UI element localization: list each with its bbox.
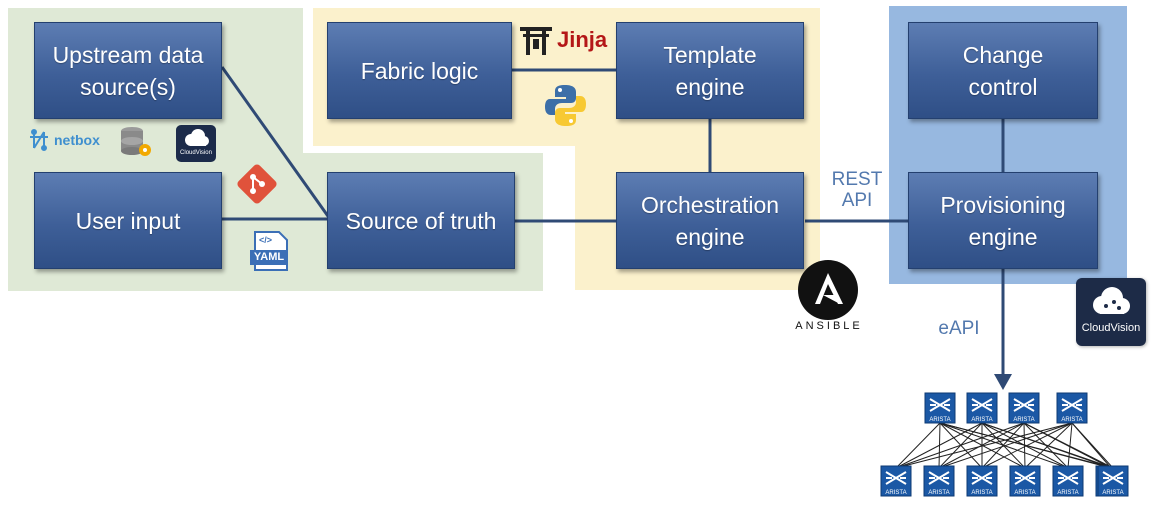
eapi-label: eAPI <box>938 318 980 339</box>
switch-label: ARISTA <box>971 417 992 423</box>
ansible-a-icon <box>815 273 843 304</box>
source-of-truth-box: Source of truth <box>327 172 515 269</box>
cloudvision-large-text: CloudVision <box>1081 322 1141 334</box>
connector-upstream-sot <box>220 66 332 220</box>
database-gear-icon <box>121 127 151 156</box>
cloud-icon <box>1093 287 1130 314</box>
provisioning-engine-box: Provisioning engine <box>908 172 1098 269</box>
template-engine-box: Template engine <box>616 22 804 119</box>
fabric-link <box>895 422 1073 469</box>
leaf-switch: ARISTA <box>1052 465 1084 497</box>
fabric-link <box>1023 422 1114 469</box>
jinja-logo: Jinja <box>519 24 611 56</box>
leaf-switch: ARISTA <box>923 465 955 497</box>
upstream-data-source-box: Upstream data source(s) <box>34 22 222 119</box>
fabric-link <box>1024 422 1073 469</box>
leaf-switch: ARISTA <box>1097 465 1129 497</box>
fabric-link <box>981 422 1073 469</box>
fabric-links <box>895 422 1114 469</box>
netbox-text: netbox <box>54 132 100 148</box>
spine-switch: ARISTA <box>1008 392 1040 424</box>
switch-label: ARISTA <box>885 490 906 496</box>
switch-label: ARISTA <box>1014 490 1035 496</box>
change-control-box: Change control <box>908 22 1098 119</box>
switch-label: ARISTA <box>1057 490 1078 496</box>
torii-icon <box>520 27 552 55</box>
cloudvision-large-logo: CloudVision <box>1076 278 1146 346</box>
rest-api-label: REST API <box>831 169 883 211</box>
arrowhead-icon <box>994 374 1012 390</box>
spine-switch: ARISTA <box>924 392 956 424</box>
leaf-switch: ARISTA <box>966 465 998 497</box>
switch-label: ARISTA <box>928 490 949 496</box>
switch-label: ARISTA <box>971 490 992 496</box>
cloudvision-small-logo: CloudVision <box>176 125 216 162</box>
fabric-link <box>1071 422 1114 469</box>
yaml-text: YAML <box>250 250 288 265</box>
fabric-link <box>895 422 983 469</box>
spine-switch: ARISTA <box>966 392 998 424</box>
switch-label: ARISTA <box>1013 417 1034 423</box>
cloud-icon <box>185 129 209 146</box>
jinja-text: Jinja <box>557 27 608 52</box>
leaf-switch: ARISTA <box>880 465 912 497</box>
fabric-link <box>895 422 941 469</box>
fabric-logic-box: Fabric logic <box>327 22 512 119</box>
leaf-switch: ARISTA <box>1009 465 1041 497</box>
fabric-link <box>1023 422 1026 469</box>
cloudvision-small-text: CloudVision <box>180 150 212 156</box>
spine-switch: ARISTA <box>1056 392 1088 424</box>
fabric-link <box>1067 422 1073 469</box>
ansible-text: ANSIBLE <box>795 320 863 332</box>
netbox-logo: netbox <box>28 129 100 151</box>
netbox-icon <box>30 129 48 151</box>
switch-label: ARISTA <box>1061 417 1082 423</box>
fabric-link <box>981 422 1025 469</box>
orchestration-engine-box: Orchestration engine <box>616 172 804 269</box>
python-icon <box>545 85 586 126</box>
git-icon <box>237 164 277 204</box>
fabric-link <box>895 422 1025 469</box>
switch-label: ARISTA <box>929 417 950 423</box>
user-input-box: User input <box>34 172 222 269</box>
ansible-logo <box>798 260 858 320</box>
switch-label: ARISTA <box>1102 490 1123 496</box>
yaml-file-logo: </> YAML <box>247 231 291 271</box>
fabric-link <box>938 422 1073 469</box>
code-tag-text: </> <box>259 235 273 245</box>
fabric-link <box>1023 422 1069 469</box>
fabric-link <box>938 422 1025 469</box>
